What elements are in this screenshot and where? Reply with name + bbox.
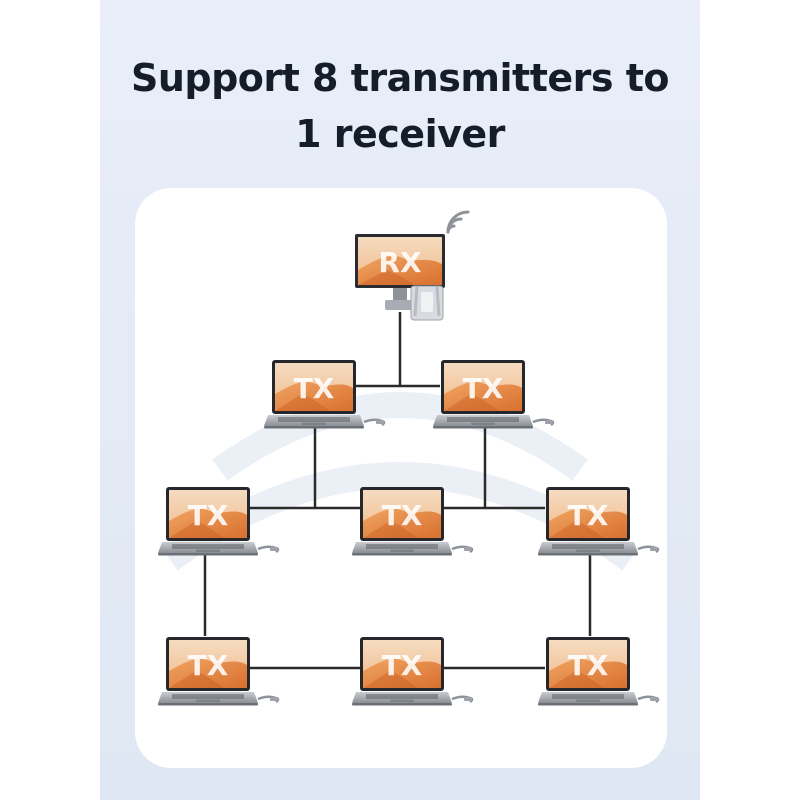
title-line-1: Support 8 transmitters to [130, 56, 670, 100]
transmitter-laptop-5: TX [536, 485, 660, 557]
transmitter-label: TX [188, 649, 229, 682]
title-line-2: 1 receiver [295, 112, 505, 156]
page-title: Support 8 transmitters to 1 receiver [100, 50, 700, 162]
transmitter-laptop-4: TX [350, 485, 474, 557]
transmitter-laptop-7: TX [350, 635, 474, 707]
transmitter-laptop-2: TX [431, 358, 555, 430]
transmitter-label: TX [294, 372, 335, 405]
receiver-monitor: RX [355, 234, 445, 316]
transmitter-laptop-8: TX [536, 635, 660, 707]
receiver-dongle-icon [410, 285, 444, 321]
transmitter-label: TX [382, 499, 423, 532]
transmitter-laptop-3: TX [156, 485, 280, 557]
transmitter-laptop-6: TX [156, 635, 280, 707]
transmitter-label: TX [382, 649, 423, 682]
wifi-signal-icon [446, 210, 470, 234]
transmitter-laptop-1: TX [262, 358, 386, 430]
receiver-label: RX [378, 246, 422, 279]
transmitter-label: TX [568, 499, 609, 532]
transmitter-label: TX [463, 372, 504, 405]
transmitter-label: TX [188, 499, 229, 532]
transmitter-label: TX [568, 649, 609, 682]
